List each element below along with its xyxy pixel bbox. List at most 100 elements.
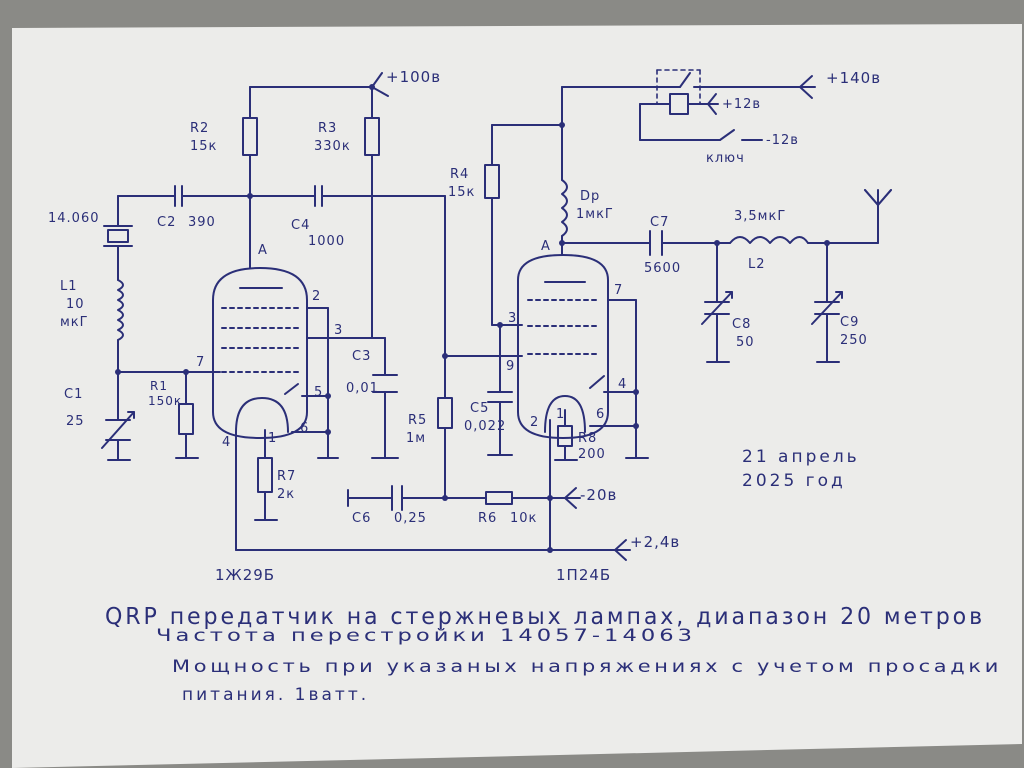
notes-block: QRP передатчик на стержневых лампах, диа…	[105, 604, 999, 705]
tube-v2-pin-6: 6	[596, 407, 604, 422]
resistor-r4	[484, 164, 500, 199]
r1-value: 150к	[148, 394, 182, 408]
rail-labels: +100в +140в +12в -12в ключ -20в +2,4в	[386, 68, 881, 551]
capacitor-c7	[649, 230, 663, 256]
r7-value: 2к	[277, 487, 295, 502]
resistor-r1	[178, 403, 194, 435]
resistor-r8	[557, 425, 573, 447]
rail-plus-2-4: +2,4в	[630, 533, 680, 551]
tube-v1-pin-2: 2	[312, 289, 320, 304]
component-labels: R2 15к R3 330к R4 15к C2 390 C4 1000 14.…	[48, 121, 868, 526]
junctions	[115, 84, 830, 553]
r6-name: R6	[478, 511, 497, 526]
tube-v1-pin-4: 4	[222, 435, 230, 450]
capacitor-c3	[372, 374, 398, 393]
notes-line-3: питания. 1ватт.	[182, 685, 369, 705]
tube-v2	[517, 254, 609, 439]
c9-name: C9	[840, 315, 859, 330]
c6-name: C6	[352, 511, 371, 526]
choke-dr	[561, 179, 568, 237]
tube-v1-envelope	[212, 267, 308, 439]
rail-plus-140: +140в	[826, 69, 881, 87]
tube-v1-pin-3: 3	[334, 323, 342, 338]
tube-v1	[212, 267, 308, 439]
date-line-1: 21 апрель	[742, 447, 860, 467]
tube-v2-cathode-mark	[589, 375, 605, 389]
rail-minus-20: -20в	[580, 486, 617, 504]
l1-unit: мкГ	[60, 315, 89, 330]
tube-v2-anode-label: A	[541, 239, 551, 254]
resistor-r2	[242, 117, 258, 156]
r5-name: R5	[408, 413, 427, 428]
capacitor-c2	[174, 185, 183, 207]
tube-v1-name: 1Ж29Б	[215, 566, 275, 584]
r4-name: R4	[450, 167, 469, 182]
tube-v1-pin-7: 7	[196, 355, 204, 370]
r6-value: 10к	[510, 511, 537, 526]
rail-plus-12: +12в	[722, 97, 761, 112]
l2-name: L2	[748, 257, 766, 272]
tube-labels: A 2 3 7 5 6 4 1 1Ж29Б A 7 3 9 4 2 1 6 1П…	[196, 239, 626, 584]
date-block: 21 апрель 2025 год	[742, 447, 860, 491]
c5-name: C5	[470, 401, 489, 416]
r1-name: R1	[150, 379, 168, 393]
tube-v2-envelope	[517, 254, 609, 439]
c8-value: 50	[736, 335, 755, 350]
c7-value: 5600	[644, 261, 681, 276]
capacitor-c4	[314, 185, 323, 207]
c1-name: C1	[64, 387, 83, 402]
tube-v1-filament	[235, 397, 289, 433]
inductor-l2	[729, 236, 809, 244]
c7-name: C7	[650, 215, 669, 230]
tube-v1-pin-1: 1	[268, 431, 276, 446]
tube-v2-pin-2: 2	[530, 415, 538, 430]
tube-v1-cathode-mark	[284, 383, 299, 395]
antenna-icon	[864, 189, 892, 206]
tube-v2-name: 1П24Б	[556, 566, 611, 584]
c4-name: C4	[291, 218, 310, 233]
c8-name: C8	[732, 317, 751, 332]
capacitor-c1-variable	[101, 411, 135, 449]
c6-value: 0,25	[394, 511, 427, 526]
tube-v2-pin-7: 7	[614, 283, 622, 298]
capacitor-c9-variable	[811, 291, 843, 325]
tube-v2-pin-3: 3	[508, 311, 516, 326]
crystal-frequency: 14.060	[48, 211, 100, 226]
l2-value: 3,5мкГ	[734, 209, 786, 224]
resistor-r6	[485, 491, 513, 505]
r4-value: 15к	[448, 185, 475, 200]
r3-value: 330к	[314, 139, 351, 154]
c5-value: 0,022	[464, 419, 506, 434]
c3-name: C3	[352, 349, 371, 364]
c2-value: 390	[188, 215, 216, 230]
tube-v1-anode-label: A	[258, 243, 268, 258]
notes-title: QRP передатчик на стержневых лампах, диа…	[105, 604, 985, 630]
l1-value: 10	[66, 297, 85, 312]
c4-value: 1000	[308, 234, 345, 249]
r7-name: R7	[277, 469, 296, 484]
c9-value: 250	[840, 333, 868, 348]
capacitor-c6	[391, 485, 403, 511]
dr-value: 1мкГ	[576, 207, 614, 222]
c2-name: C2	[157, 215, 176, 230]
r5-value: 1м	[406, 431, 426, 446]
r2-name: R2	[190, 121, 209, 136]
inductor-l1	[117, 279, 124, 341]
key-label: ключ	[706, 151, 745, 166]
tube-v1-pin-5: 5	[314, 385, 322, 400]
r8-value: 200	[578, 447, 606, 462]
r3-name: R3	[318, 121, 337, 136]
notes-line-1: Частота перестройки 14057-14063	[156, 626, 696, 646]
r2-value: 15к	[190, 139, 217, 154]
l1-name: L1	[60, 279, 78, 294]
tube-v2-pin-1: 1	[556, 407, 564, 422]
capacitor-c5	[487, 391, 513, 403]
r8-name: R8	[578, 431, 597, 446]
date-line-2: 2025 год	[742, 471, 846, 491]
resistor-r5	[437, 397, 453, 429]
relay-coil	[669, 93, 689, 115]
dr-name: Dp	[580, 189, 600, 204]
capacitor-c8-variable	[701, 291, 733, 325]
c1-value: 25	[66, 414, 85, 429]
